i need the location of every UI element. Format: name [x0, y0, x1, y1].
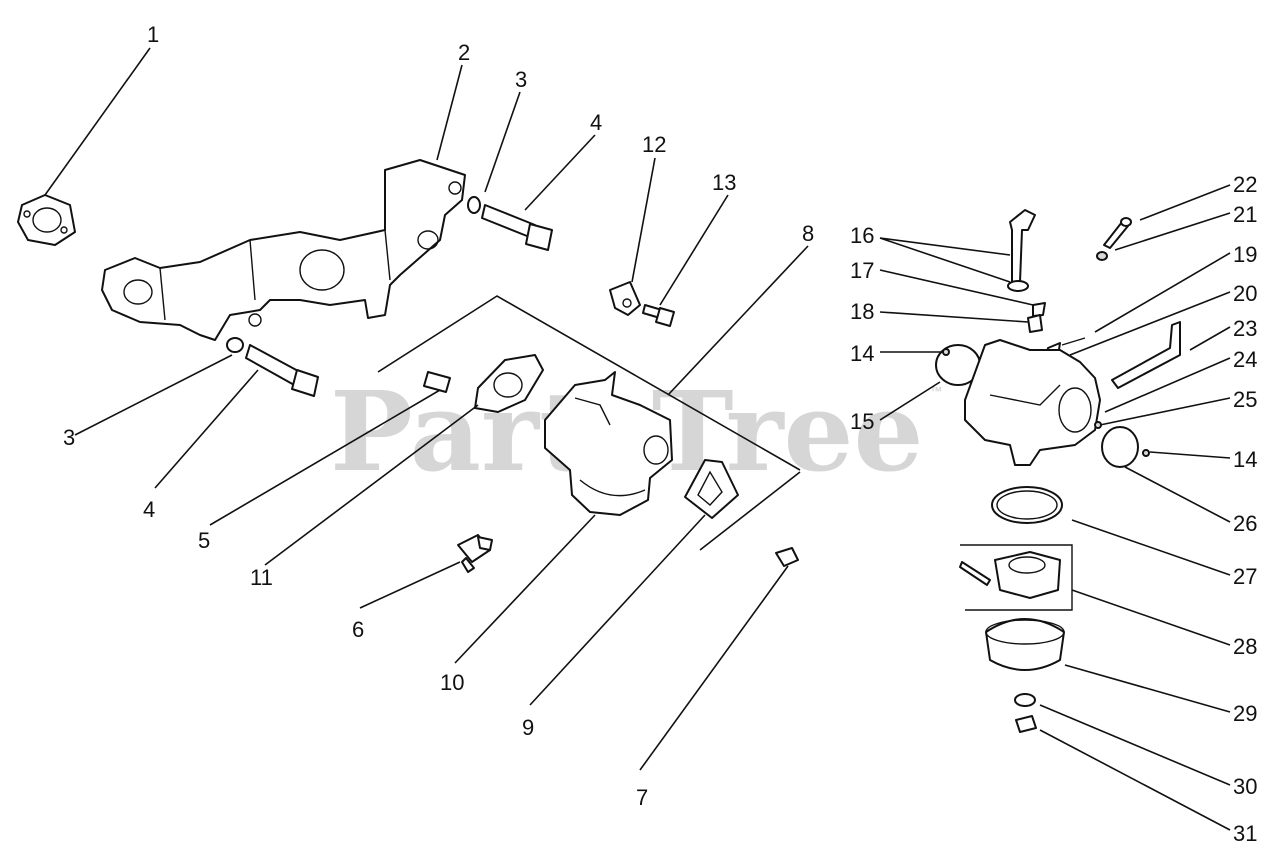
callout-3: 3 — [515, 67, 527, 92]
carburetor-group-outline — [377, 295, 801, 551]
part-18-spring — [1027, 314, 1043, 333]
callout-31: 31 — [1233, 821, 1257, 846]
part-17-screw — [1032, 302, 1046, 317]
part-29-bowl — [985, 618, 1065, 671]
part-1-gasket — [17, 194, 76, 246]
callout-29: 29 — [1233, 701, 1257, 726]
callout-16: 16 — [850, 223, 874, 248]
callout-8: 8 — [802, 221, 814, 246]
part-13-screw — [642, 304, 675, 327]
part-31-bolt — [1015, 715, 1037, 733]
callout-20: 20 — [1233, 281, 1257, 306]
part-22-needle-screw — [1103, 217, 1132, 249]
callout-2: 2 — [458, 40, 470, 65]
callout-28: 28 — [1233, 634, 1257, 659]
callout-14: 14 — [850, 341, 874, 366]
part-3-washer-lower — [226, 337, 244, 353]
part-4-bolt-upper — [481, 204, 553, 251]
callout-25: 25 — [1233, 387, 1257, 412]
part-12-bracket — [609, 281, 641, 316]
callout-10: 10 — [440, 670, 464, 695]
callout-27: 27 — [1233, 564, 1257, 589]
watermark-trademark: ™ — [930, 384, 942, 398]
part-26-plate — [1101, 426, 1139, 468]
part-9-gasket — [684, 459, 739, 519]
part-2-intake-manifold — [101, 159, 466, 341]
part-4-bolt-lower — [245, 344, 319, 397]
part-23-lever — [1111, 321, 1181, 389]
callout-7: 7 — [636, 785, 648, 810]
part-14-screw-left — [942, 348, 950, 356]
part-21-spring — [1096, 251, 1108, 261]
callout-18: 18 — [850, 299, 874, 324]
callout-4: 4 — [590, 110, 602, 135]
callout-4-lower: 4 — [143, 497, 155, 522]
callout-24: 24 — [1233, 347, 1257, 372]
part-6-plug — [457, 534, 493, 573]
callout-12: 12 — [642, 132, 666, 157]
callout-15: 15 — [850, 409, 874, 434]
callout-labels: 1 2 3 4 12 13 8 3 4 5 11 6 10 9 7 16 17 … — [63, 22, 1257, 846]
callout-5: 5 — [198, 528, 210, 553]
part-5-stud — [423, 371, 451, 393]
part-11-gasket — [474, 354, 544, 413]
callout-21: 21 — [1233, 202, 1257, 227]
part-7-nut — [775, 547, 799, 567]
callout-23: 23 — [1233, 316, 1257, 341]
callout-26: 26 — [1233, 511, 1257, 536]
callout-13: 13 — [712, 170, 736, 195]
part-30-washer — [1014, 693, 1036, 707]
part-28-float — [959, 544, 1073, 611]
part-25-screw — [1094, 421, 1102, 429]
callout-22: 22 — [1233, 172, 1257, 197]
part-14-screw-right — [1142, 449, 1150, 457]
callout-14-right: 14 — [1233, 447, 1257, 472]
carburetor-body — [964, 339, 1101, 466]
part-27-ring — [991, 486, 1063, 524]
callout-19: 19 — [1233, 242, 1257, 267]
callout-17: 17 — [850, 258, 874, 283]
part-16-shaft — [1007, 209, 1036, 292]
callout-11: 11 — [250, 565, 273, 590]
callout-3-lower: 3 — [63, 425, 75, 450]
leader-lines — [44, 47, 1231, 831]
callout-1: 1 — [147, 22, 159, 47]
part-3-washer-upper — [467, 196, 481, 214]
part-10-carburetor — [544, 371, 673, 516]
callout-9: 9 — [522, 715, 534, 740]
callout-6: 6 — [352, 617, 364, 642]
callout-30: 30 — [1233, 774, 1257, 799]
